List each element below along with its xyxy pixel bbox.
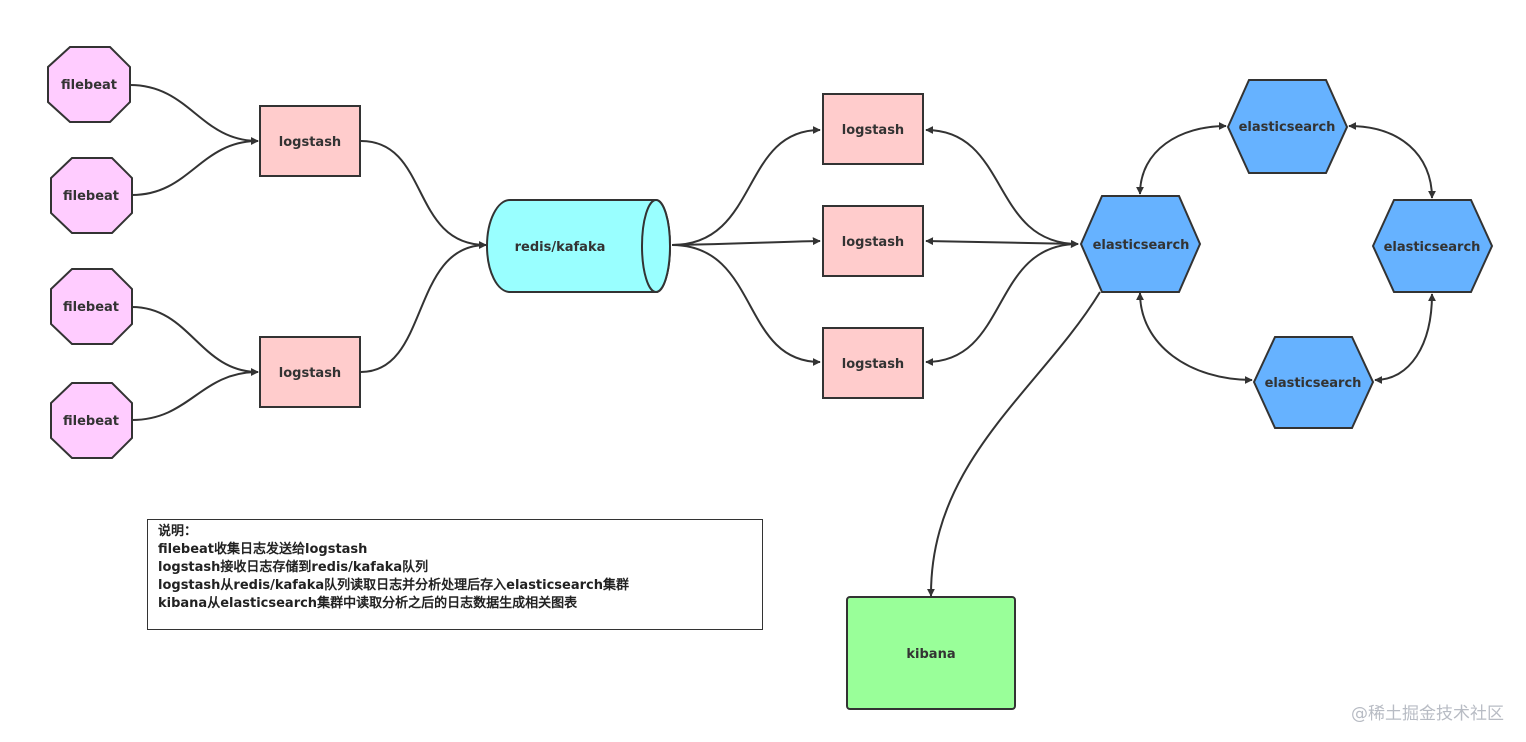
- edge-logstash-1-to-queue: [360, 140, 487, 249]
- filebeat-label: filebeat: [63, 300, 119, 315]
- edge-es-main-to-kibana: [926, 291, 1101, 597]
- edge-queue-to-indexer-2: [671, 237, 821, 246]
- logstash-indexer-node[interactable]: logstash: [822, 205, 924, 277]
- elasticsearch-label: elasticsearch: [1265, 376, 1362, 391]
- logstash-box-shape: [822, 93, 924, 165]
- filebeat-octagon-shape: [47, 46, 131, 123]
- elasticsearch-hexagon-shape: [1252, 336, 1375, 429]
- logstash-indexer-node[interactable]: logstash: [822, 327, 924, 399]
- note-line: logstash接收日志存储到redis/kafaka队列: [158, 560, 429, 575]
- elasticsearch-hexagon-shape: [1371, 199, 1494, 293]
- filebeat-octagon-shape: [50, 382, 133, 459]
- filebeat-node[interactable]: filebeat: [50, 382, 133, 459]
- filebeat-label: filebeat: [63, 414, 119, 429]
- note-title: 说明：: [158, 524, 198, 539]
- filebeat-octagon-shape: [50, 268, 133, 345]
- kibana-node[interactable]: kibana: [846, 596, 1016, 710]
- elasticsearch-main-node[interactable]: elasticsearch: [1079, 195, 1202, 293]
- filebeat-node[interactable]: filebeat: [50, 268, 133, 345]
- filebeat-node[interactable]: filebeat: [47, 46, 131, 123]
- note-line: logstash从redis/kafaka队列读取日志并分析处理后存入elast…: [158, 578, 630, 593]
- elasticsearch-node[interactable]: elasticsearch: [1226, 79, 1349, 174]
- filebeat-octagon-shape: [50, 157, 133, 234]
- elasticsearch-node[interactable]: elasticsearch: [1371, 199, 1494, 293]
- elasticsearch-hexagon-shape: [1079, 195, 1202, 293]
- logstash-label: logstash: [842, 123, 904, 138]
- edge-filebeat-2-to-logstash-1: [131, 137, 259, 196]
- logstash-label: logstash: [279, 366, 341, 381]
- edge-es-main-es-bottom: [1136, 292, 1253, 384]
- edge-filebeat-4-to-logstash-2: [131, 368, 259, 421]
- edge-logstash-2-to-queue: [360, 241, 487, 373]
- edge-filebeat-1-to-logstash-1: [129, 84, 259, 145]
- edge-es-top-es-right: [1348, 122, 1436, 199]
- logstash-label: logstash: [842, 357, 904, 372]
- filebeat-label: filebeat: [61, 78, 117, 93]
- logstash-label: logstash: [842, 235, 904, 250]
- logstash-shipper-node[interactable]: logstash: [259, 336, 361, 408]
- edge-queue-to-indexer-3: [671, 244, 821, 366]
- logstash-box-shape: [822, 205, 924, 277]
- elasticsearch-node[interactable]: elasticsearch: [1252, 336, 1375, 429]
- edge-indexer-3-es-main: [925, 240, 1079, 366]
- edges: [129, 84, 1436, 597]
- edge-es-main-es-top: [1136, 122, 1227, 195]
- queue-label: redis/kafaka: [515, 240, 606, 255]
- logstash-box-shape: [822, 327, 924, 399]
- logstash-label: logstash: [279, 135, 341, 150]
- elasticsearch-label: elasticsearch: [1093, 238, 1190, 253]
- note-line: kibana从elasticsearch集群中读取分析之后的日志数据生成相关图表: [158, 596, 578, 611]
- elasticsearch-label: elasticsearch: [1384, 240, 1481, 255]
- note-line: filebeat收集日志发送给logstash: [158, 542, 368, 557]
- logstash-box-shape: [259, 105, 361, 177]
- filebeat-node[interactable]: filebeat: [50, 157, 133, 234]
- watermark: @稀土掘金技术社区: [1351, 704, 1504, 724]
- logstash-shipper-node[interactable]: logstash: [259, 105, 361, 177]
- edge-es-right-es-bottom: [1374, 293, 1436, 384]
- logstash-box-shape: [259, 336, 361, 408]
- edge-queue-to-indexer-1: [671, 126, 821, 246]
- kibana-label: kibana: [906, 647, 955, 662]
- edge-indexer-1-es-main: [925, 126, 1079, 248]
- logstash-indexer-node[interactable]: logstash: [822, 93, 924, 165]
- filebeat-label: filebeat: [63, 189, 119, 204]
- edge-filebeat-3-to-logstash-2: [131, 306, 259, 376]
- description-note: 说明： filebeat收集日志发送给logstash logstash接收日志…: [147, 519, 763, 630]
- queue-node[interactable]: redis/kafaka: [486, 199, 671, 293]
- kibana-box-shape: [846, 596, 1016, 710]
- elasticsearch-hexagon-shape: [1226, 79, 1349, 174]
- queue-cylinder-cap: [641, 199, 671, 293]
- elasticsearch-label: elasticsearch: [1239, 120, 1336, 135]
